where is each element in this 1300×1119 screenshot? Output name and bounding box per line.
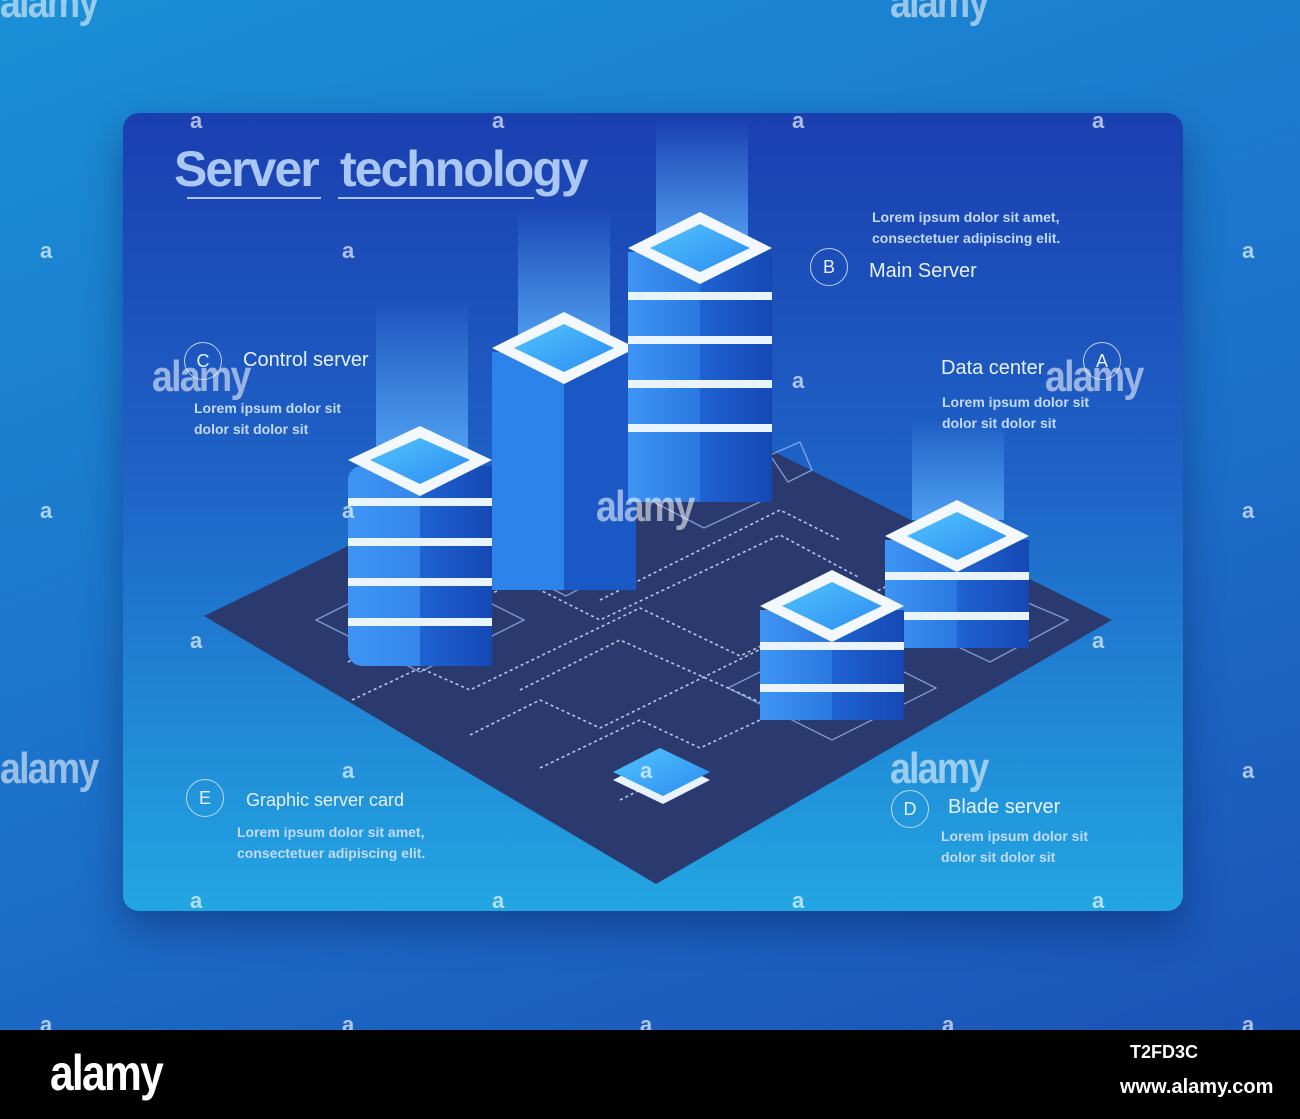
graphic-server-card-desc: Lorem ipsum dolor sit amet, consectetuer… bbox=[237, 822, 425, 864]
watermark-mark: a bbox=[492, 108, 505, 133]
watermark: alamy bbox=[0, 0, 99, 27]
main-server-label: Main Server bbox=[869, 260, 977, 282]
data-center-label: Data center bbox=[941, 357, 1045, 379]
control-server-desc: Lorem ipsum dolor sit dolor sit dolor si… bbox=[194, 398, 341, 440]
watermark-mark: a bbox=[1092, 108, 1105, 133]
title-underline bbox=[187, 197, 321, 199]
title-underline bbox=[338, 197, 534, 199]
graphic-server-card-label: Graphic server card bbox=[246, 790, 405, 810]
blade-server-label: Blade server bbox=[948, 796, 1061, 818]
control-server-label: Control server bbox=[243, 349, 369, 371]
watermark-mark: a bbox=[40, 498, 53, 523]
watermark: alamy bbox=[0, 744, 99, 793]
watermark-mark: a bbox=[342, 498, 355, 523]
watermark-mark: a bbox=[1092, 888, 1105, 913]
watermark-mark: a bbox=[342, 758, 355, 783]
stock-footer-bar: alamy T2FD3C www.alamy.com bbox=[0, 1030, 1300, 1119]
watermark: alamy bbox=[890, 0, 989, 27]
blade-server-desc-line1: Lorem ipsum dolor sit bbox=[941, 828, 1089, 844]
graphic-server-card-desc-line2: consectetuer adipiscing elit. bbox=[237, 845, 426, 861]
watermark-mark: a bbox=[342, 238, 355, 263]
badge-e: E bbox=[186, 779, 224, 817]
watermark-mark: a bbox=[1242, 498, 1255, 523]
graphic-server-card-desc-line1: Lorem ipsum dolor sit amet, bbox=[237, 824, 425, 840]
main-server-desc-line2: consectetuer adipiscing elit. bbox=[872, 230, 1061, 246]
alamy-logo: alamy bbox=[50, 1045, 164, 1101]
light-beam bbox=[376, 300, 468, 450]
title-word-server: Server bbox=[174, 141, 320, 197]
watermark-mark: a bbox=[40, 238, 53, 263]
watermark: alamy bbox=[1045, 352, 1144, 401]
blade-server-desc-line2: dolor sit dolor sit bbox=[941, 849, 1056, 865]
data-center-desc-line2: dolor sit dolor sit bbox=[942, 415, 1057, 431]
watermark-mark: a bbox=[190, 108, 203, 133]
blade-server-stack bbox=[760, 570, 904, 720]
main-server-desc: Lorem ipsum dolor sit amet, consectetuer… bbox=[872, 207, 1060, 249]
image-id: T2FD3C bbox=[1130, 1042, 1199, 1062]
badge-c: C bbox=[184, 342, 222, 380]
watermark-mark: a bbox=[190, 628, 203, 653]
watermark-mark: a bbox=[792, 108, 805, 133]
badge-b: B bbox=[810, 248, 848, 286]
data-center-desc: Lorem ipsum dolor sit dolor sit dolor si… bbox=[942, 392, 1089, 434]
watermark: alamy bbox=[152, 352, 251, 401]
watermark-mark: a bbox=[492, 888, 505, 913]
tower-server bbox=[492, 312, 636, 590]
control-server-desc-line2: dolor sit dolor sit bbox=[194, 421, 309, 437]
watermark-mark: a bbox=[792, 368, 805, 393]
watermark-mark: a bbox=[1242, 758, 1255, 783]
control-server-stack bbox=[348, 426, 492, 666]
badge-a: A bbox=[1083, 342, 1121, 380]
watermark-mark: a bbox=[1092, 628, 1105, 653]
watermark-mark: a bbox=[640, 758, 653, 783]
title-word-technology: technology bbox=[340, 141, 589, 197]
control-server-desc-line1: Lorem ipsum dolor sit bbox=[194, 400, 342, 416]
watermark: alamy bbox=[890, 744, 989, 793]
main-server-desc-line1: Lorem ipsum dolor sit amet, bbox=[872, 209, 1060, 225]
data-center-desc-line1: Lorem ipsum dolor sit bbox=[942, 394, 1090, 410]
site-url: www.alamy.com bbox=[1120, 1076, 1274, 1098]
watermark: alamy bbox=[596, 482, 695, 531]
badge-d: D bbox=[891, 790, 929, 828]
watermark-mark: a bbox=[1242, 238, 1255, 263]
blade-server-desc: Lorem ipsum dolor sit dolor sit dolor si… bbox=[941, 826, 1088, 868]
main-server-stack bbox=[628, 212, 772, 502]
watermark-mark: a bbox=[190, 888, 203, 913]
watermark-mark: a bbox=[792, 888, 805, 913]
floor-chip bbox=[613, 748, 710, 804]
